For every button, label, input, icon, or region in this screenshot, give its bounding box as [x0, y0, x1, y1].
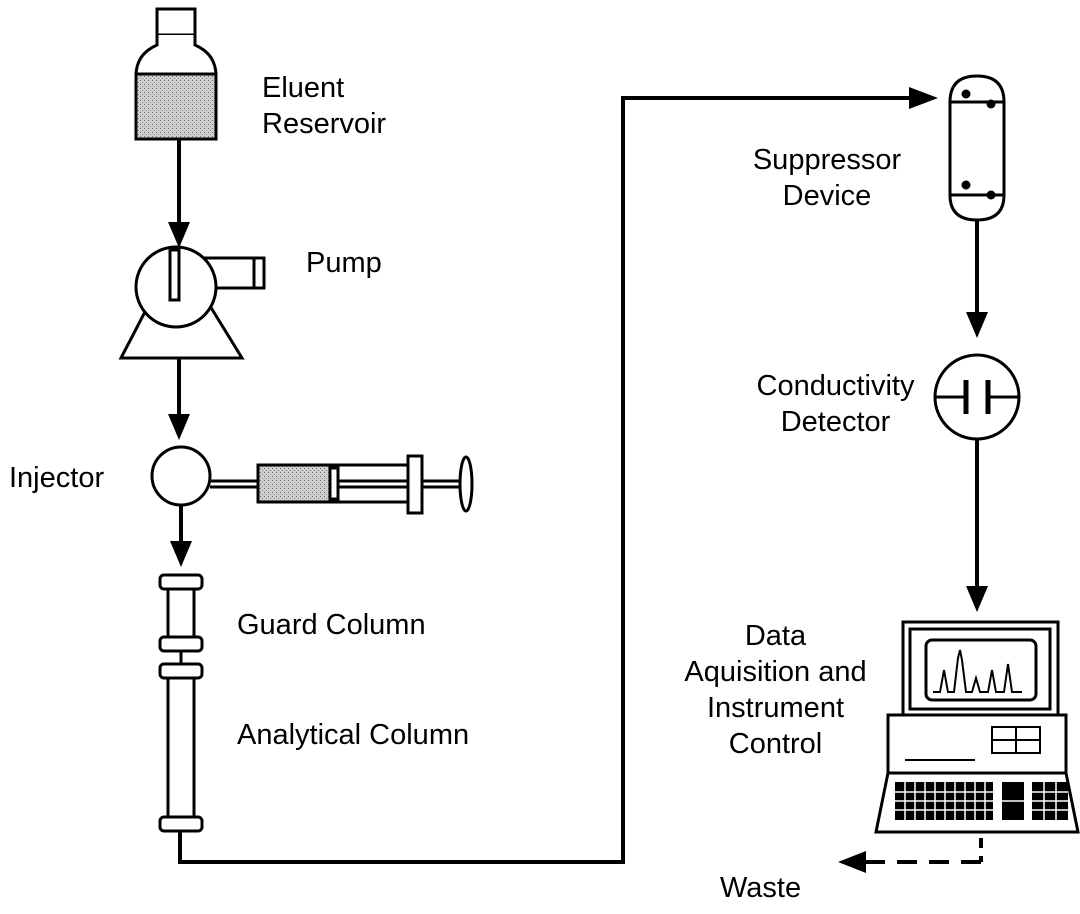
- injector-syringe-icon: [150, 445, 474, 515]
- suppressor-device-label-line1: Suppressor: [752, 144, 902, 176]
- conductivity-detector-label: Conductivity Detector: [743, 368, 928, 440]
- flow-arrow-pump-to-injector: [168, 358, 190, 440]
- eluent-reservoir-label-line2: Reservoir: [262, 108, 387, 140]
- data-acquisition-label-line3: Instrument: [707, 692, 844, 724]
- flow-arrow-detector-to-computer: [966, 439, 988, 612]
- data-acquisition-label: Data Aquisition and Instrument Control: [678, 618, 873, 762]
- computer-workstation-icon: [874, 620, 1080, 834]
- analytical-column-icon: [158, 662, 204, 833]
- guard-column-icon: [158, 573, 204, 666]
- data-acquisition-label-line4: Control: [728, 728, 823, 760]
- waste-label: Waste: [720, 872, 802, 904]
- eluent-reservoir-bottle-icon: [134, 7, 218, 141]
- injector-label: Injector: [9, 462, 105, 494]
- conductivity-detector-label-line1: Conductivity: [756, 370, 915, 402]
- flow-arrow-suppressor-to-detector: [966, 220, 988, 338]
- conductivity-detector-icon: [933, 353, 1021, 441]
- conductivity-detector-label-line2: Detector: [780, 406, 891, 438]
- analytical-column-label: Analytical Column: [237, 719, 470, 751]
- eluent-reservoir-label-line1: Eluent: [262, 72, 345, 104]
- suppressor-device-label: Suppressor Device: [752, 142, 902, 214]
- pump-icon: [118, 245, 266, 360]
- pump-label: Pump: [306, 247, 382, 279]
- tubing-column-to-suppressor: [178, 87, 938, 864]
- flow-arrow-injector-to-guard-column: [170, 505, 192, 567]
- data-acquisition-label-line1: Data: [744, 620, 807, 652]
- suppressor-device-icon: [948, 74, 1006, 222]
- suppressor-device-label-line2: Device: [782, 180, 872, 212]
- waste-dashed-arrow: [838, 838, 983, 873]
- guard-column-label: Guard Column: [237, 609, 426, 641]
- eluent-reservoir-label: Eluent Reservoir: [262, 70, 386, 142]
- flow-arrow-reservoir-to-pump: [168, 139, 190, 248]
- data-acquisition-label-line2: Aquisition and: [684, 656, 867, 688]
